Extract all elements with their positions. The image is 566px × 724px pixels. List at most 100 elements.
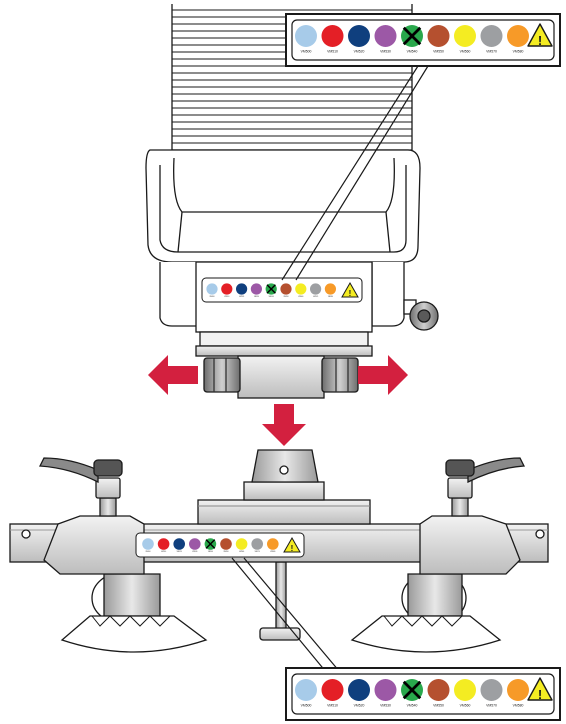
seat-swatch: VM520	[236, 283, 248, 298]
top-swatch: VM580	[507, 25, 529, 54]
seat-swatch: VM550	[280, 283, 292, 298]
base-code-label: VM510	[161, 551, 166, 553]
seat-swatch: VM570	[310, 283, 322, 298]
top-warning-triangle-icon: !	[527, 23, 553, 48]
base-swatch: VM540	[204, 538, 217, 553]
top-code-label: VM540	[407, 50, 418, 54]
bottom-swatch: VM500	[295, 679, 317, 708]
callout-lines	[231, 65, 429, 685]
bottom-swatch: VM580	[507, 679, 529, 708]
top-code-label: VM560	[460, 50, 471, 54]
svg-text:!: !	[291, 544, 294, 553]
bottom-code-label: VM510	[327, 704, 338, 708]
base-swatch: VM570	[251, 538, 263, 553]
seat-code-label: VM550	[283, 296, 288, 298]
base-swatch: VM550	[220, 538, 232, 553]
base-assembly	[9, 449, 549, 653]
top-swatch: VM570	[480, 25, 503, 54]
bottom-swatch: VM540	[401, 679, 423, 708]
top-swatch: VM540	[401, 25, 423, 54]
top-code-label: VM570	[486, 50, 497, 54]
seat-code-label: VM500	[209, 296, 214, 298]
top-swatch: VM560	[454, 25, 476, 54]
base-code-label: VM500	[145, 551, 150, 553]
seat-label-warning-icon: !	[341, 281, 359, 298]
arrow-right-icon	[358, 355, 408, 395]
base-cross-icon	[205, 539, 216, 549]
seat-swatch: VM530	[250, 283, 262, 298]
seat-swatch: VM500	[206, 283, 218, 298]
bottom-code-label: VM540	[407, 704, 418, 708]
top-code-label: VM520	[354, 50, 365, 54]
zoomed-label-top: VM500 VM510 VM520 VM530 VM540 VM550 VM560 VM570…	[285, 13, 561, 67]
base-swatch: VM510	[157, 538, 170, 553]
bottom-code-label: VM530	[380, 704, 391, 708]
bottom-swatch: VM510	[321, 679, 344, 708]
suction-cup-right	[350, 571, 502, 653]
seat-swatch: VM540	[265, 283, 277, 298]
svg-text:!: !	[538, 687, 542, 702]
seat-code-label: VM570	[313, 296, 318, 298]
base-code-label: VM530	[192, 551, 197, 553]
top-swatch: VM510	[321, 25, 344, 54]
seat-code-label: VM510	[224, 296, 229, 298]
slider-mount	[195, 345, 373, 399]
bottom-swatch: VM530	[374, 679, 397, 708]
base-swatch: VM500	[142, 538, 154, 553]
top-code-label: VM500	[301, 50, 312, 54]
top-swatch: VM500	[295, 25, 317, 54]
clamp-right	[419, 515, 521, 575]
mount-receiver	[197, 449, 371, 525]
base-swatch: VM530	[189, 538, 201, 553]
bottom-swatch: VM550	[427, 679, 450, 708]
lever-handle-right	[445, 457, 526, 517]
svg-text:!: !	[538, 33, 542, 48]
arrow-down-icon	[262, 404, 306, 446]
base-label-warning-icon: !	[283, 536, 301, 553]
top-swatch: VM530	[374, 25, 397, 54]
bottom-code-label: VM560	[460, 704, 471, 708]
seat-code-label: VM560	[298, 296, 303, 298]
seat-cushion	[145, 149, 421, 263]
seat-cross-icon	[266, 284, 276, 294]
bottom-code-label: VM500	[301, 704, 312, 708]
seat-adjust-knob	[403, 299, 439, 331]
base-swatch: VM580	[267, 538, 279, 553]
base-swatch: VM520	[173, 538, 185, 553]
top-cross-icon	[402, 26, 422, 46]
seat-code-label: VM540	[269, 296, 274, 298]
bottom-code-label: VM520	[354, 704, 365, 708]
bottom-warning-triangle-icon: !	[527, 677, 553, 702]
base-code-label: VM550	[223, 551, 228, 553]
seat-code-label: VM530	[254, 296, 259, 298]
clamp-left	[43, 515, 145, 575]
seat-code-label: VM520	[239, 296, 244, 298]
top-swatch: VM520	[348, 25, 370, 54]
base-code-label: VM520	[177, 551, 182, 553]
lever-handle-left	[38, 457, 123, 517]
base-code-label: VM560	[239, 551, 244, 553]
seat-swatch: VM510	[221, 283, 233, 298]
seat-color-label: VM500 VM510 VM520 VM530 VM540 VM550 VM560 VM570…	[201, 277, 363, 303]
base-swatch: VM560	[235, 538, 248, 553]
base-code-label: VM570	[255, 551, 260, 553]
bottom-code-label: VM570	[486, 704, 497, 708]
top-swatch: VM550	[427, 25, 450, 54]
seat-swatch: VM580	[324, 283, 336, 298]
zoomed-label-bottom: VM500 VM510 VM520 VM530 VM540 VM550 VM560 VM570…	[285, 667, 561, 721]
bottom-swatch: VM570	[480, 679, 503, 708]
suction-cup-left	[60, 571, 208, 653]
top-code-label: VM510	[327, 50, 338, 54]
bottom-code-label: VM550	[433, 704, 444, 708]
bottom-code-label: VM580	[513, 704, 524, 708]
top-code-label: VM530	[380, 50, 391, 54]
bottom-swatch: VM560	[454, 679, 476, 708]
arrow-left-icon	[148, 355, 198, 395]
seat-swatch: VM560	[295, 283, 307, 298]
seat-code-label: VM580	[328, 296, 333, 298]
top-code-label: VM580	[513, 50, 524, 54]
base-code-label: VM580	[270, 551, 275, 553]
top-code-label: VM550	[433, 50, 444, 54]
